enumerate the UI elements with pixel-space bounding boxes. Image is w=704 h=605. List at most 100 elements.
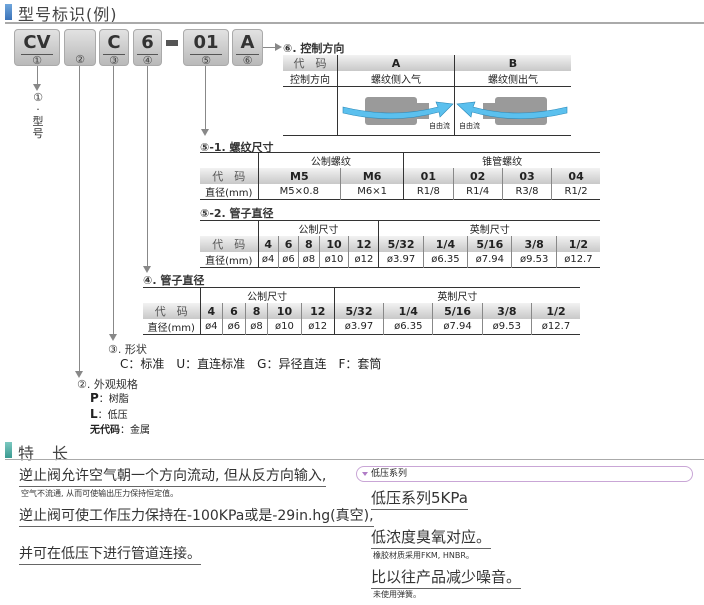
code-cell: 3/8 — [481, 303, 532, 319]
connector-3 — [113, 66, 114, 336]
value-cell: ø12.7 — [530, 319, 580, 335]
value-cell: R1/4 — [452, 184, 503, 200]
valve-flow-a-icon — [342, 97, 454, 125]
item1-label: ①·型号 — [32, 91, 44, 140]
value-cell: ø3.97 — [333, 319, 384, 335]
code-cell: 12 — [348, 236, 379, 252]
control-title: ⑥. 控制方向 — [283, 42, 345, 55]
code-cell: 12 — [300, 303, 335, 319]
value-cell: ø6.35 — [422, 252, 468, 268]
page-title: 型号标识(例) — [18, 5, 118, 24]
flow-b-cell: 自由流 — [454, 86, 571, 136]
connector-6 — [263, 47, 276, 48]
code-cell: 1/2 — [555, 236, 600, 252]
dash — [166, 40, 178, 46]
shape-options: C：标准 U：直连标准 G：异径直连 F：套筒 — [120, 357, 382, 371]
feature-right-3: 比以往产品减少噪音。 — [371, 566, 522, 589]
feature-left-2: 逆止阀可使工作压力保持在-100KPa或是-29in.hg(真空), — [19, 505, 374, 527]
title-bar-icon — [5, 4, 12, 20]
series-tag: 低压系列 — [356, 466, 693, 482]
value-cell: ø9.53 — [481, 319, 532, 335]
tube4-title: ④. 管子直径 — [143, 274, 205, 287]
tube52-title: ⑤-2. 管子直径 — [200, 207, 274, 220]
value-cell: R1/2 — [551, 184, 600, 200]
value-cell: ø7.94 — [432, 319, 483, 335]
code-cell: 4 — [199, 303, 223, 319]
code-cell: 5/16 — [467, 236, 512, 252]
value-cell: ø7.94 — [467, 252, 512, 268]
feature-right-2: 低浓度臭氧对应。 — [371, 526, 492, 549]
value-cell: R1/8 — [403, 184, 453, 200]
triangle-icon — [362, 472, 368, 476]
value-cell: M5×0.8 — [257, 184, 341, 200]
arrow-down-icon — [109, 334, 117, 341]
feature-right-1: 低压系列5KPa — [371, 487, 468, 510]
value-cell: ø6 — [277, 252, 299, 268]
features-divider — [5, 459, 704, 460]
code-cell: 03 — [501, 168, 552, 184]
value-cell: ø8 — [244, 319, 268, 335]
arrow-down-icon — [75, 371, 83, 378]
value-cell: ø4 — [257, 252, 279, 268]
value-cell: ø6.35 — [383, 319, 433, 335]
code-cell: 02 — [452, 168, 503, 184]
code-cell: 5/32 — [378, 236, 424, 252]
value-cell: R3/8 — [501, 184, 552, 200]
features-bar-icon — [5, 442, 12, 458]
code-cell: 10 — [267, 303, 302, 319]
code-cell: 8 — [298, 236, 320, 252]
valve-flow-b-icon — [456, 97, 568, 125]
value-cell: ø4 — [199, 319, 223, 335]
code-cell: M5 — [257, 168, 341, 184]
arrow-right-icon — [275, 43, 282, 51]
code-cell: 04 — [551, 168, 600, 184]
code-cell: 3/8 — [511, 236, 557, 252]
code-cell: 1/2 — [530, 303, 580, 319]
feature-right-2-note: 橡胶材质采用FKM, HNBR。 — [373, 551, 474, 560]
connector-2 — [79, 66, 80, 372]
value-cell: ø12.7 — [555, 252, 600, 268]
code-cell: 5/16 — [432, 303, 483, 319]
features-title: 特 长 — [18, 444, 70, 463]
flow-a-cell: 自由流 — [337, 86, 455, 136]
code-cell: 8 — [244, 303, 268, 319]
code-cell: 1/4 — [383, 303, 433, 319]
arrow-down-icon — [201, 129, 209, 136]
value-cell: ø10 — [267, 319, 302, 335]
shape-title: ③. 形状 — [108, 343, 147, 356]
feature-left-3: 并可在低压下进行管道连接。 — [19, 543, 201, 565]
title-divider — [5, 22, 704, 24]
connector-4 — [147, 66, 148, 268]
value-cell: ø8 — [298, 252, 320, 268]
value-cell: ø12 — [348, 252, 379, 268]
model-box-2: ② — [64, 29, 96, 66]
value-cell: ø12 — [300, 319, 335, 335]
code-cell: 10 — [318, 236, 349, 252]
appearance-options: P：树脂 L：低压 无代码：金属 — [90, 391, 150, 436]
value-cell: ø10 — [318, 252, 349, 268]
code-cell: 6 — [277, 236, 299, 252]
code-cell: 6 — [222, 303, 246, 319]
value-cell: ø3.97 — [378, 252, 424, 268]
arrow-down-icon — [33, 84, 41, 91]
feature-left-1: 逆止阀允许空气朝一个方向流动, 但从反方向输入, — [19, 465, 327, 487]
appearance-title: ②. 外观规格 — [77, 378, 138, 391]
connector-5 — [205, 66, 206, 130]
connector-1 — [37, 66, 38, 86]
code-cell: 4 — [257, 236, 279, 252]
value-cell: M6×1 — [340, 184, 404, 200]
thread-title: ⑤-1. 螺纹尺寸 — [200, 141, 274, 154]
arrow-down-icon — [143, 266, 151, 273]
code-cell: M6 — [340, 168, 404, 184]
code-cell: 01 — [403, 168, 453, 184]
code-cell: 1/4 — [422, 236, 468, 252]
code-cell: 5/32 — [333, 303, 384, 319]
